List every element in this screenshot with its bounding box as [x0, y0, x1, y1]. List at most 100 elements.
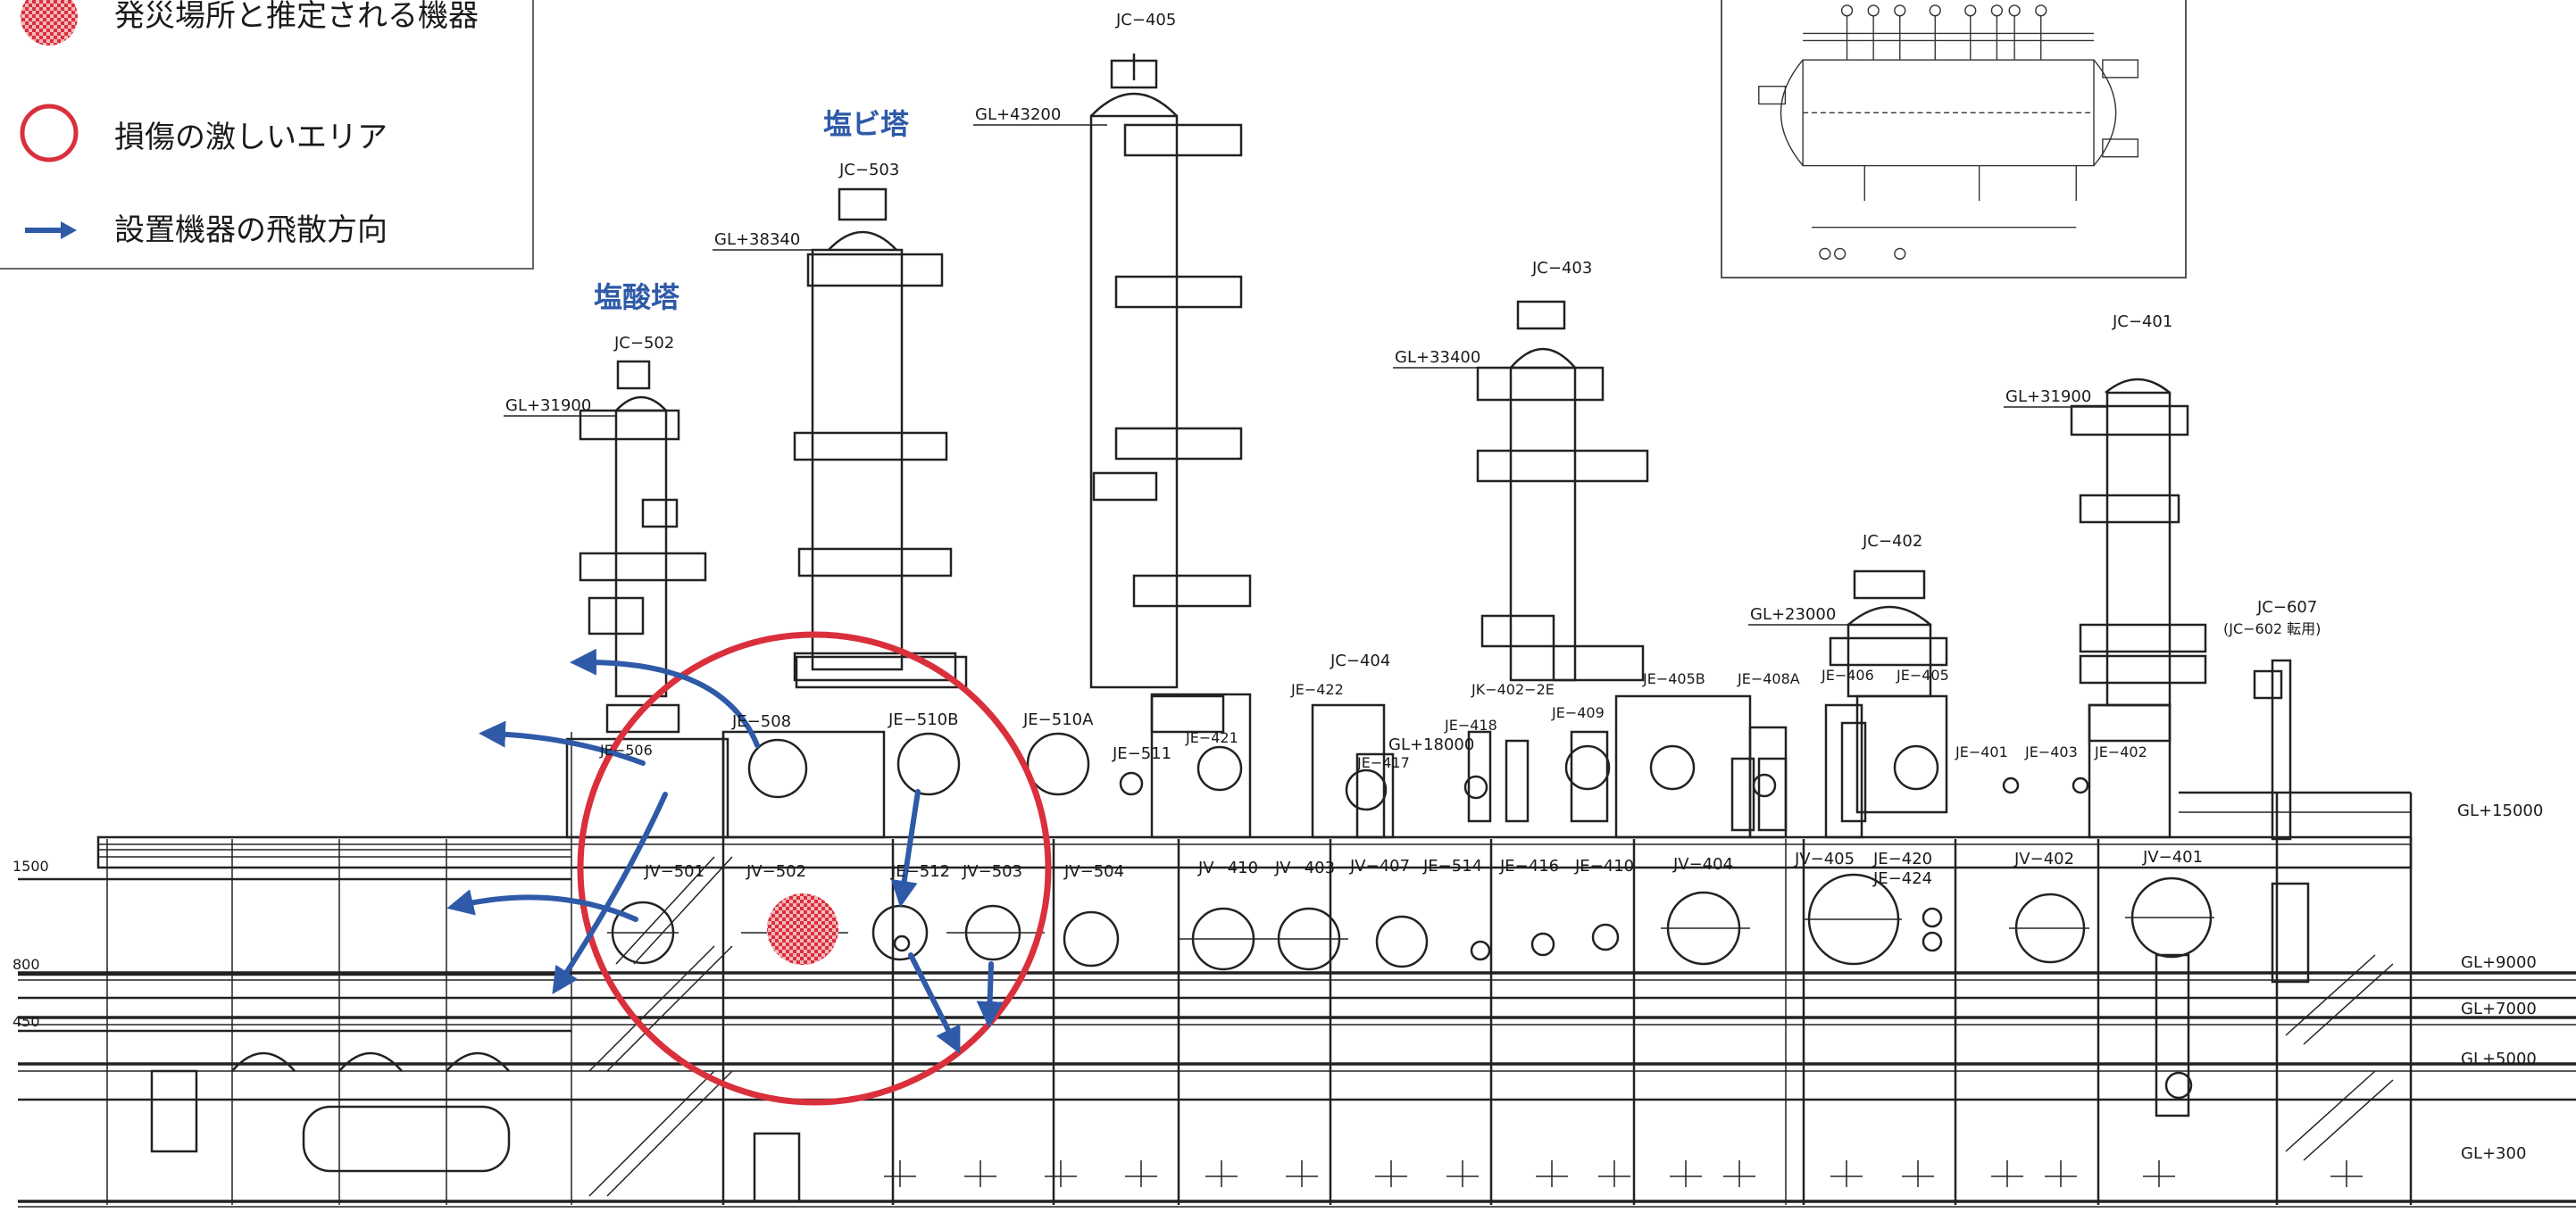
- tag-je417: JE−417: [1356, 754, 1410, 771]
- tag-jc607-note: (JC−602 転用): [2223, 620, 2321, 637]
- tag-je510a: JE−510A: [1022, 710, 1094, 729]
- legend-item-damage-area: 損傷の激しいエリア: [0, 102, 536, 164]
- column-jc502: [579, 360, 707, 734]
- tag-je416: JE−416: [1499, 857, 1559, 876]
- tag-je510b: JE−510B: [888, 710, 958, 729]
- column-jc402: [1829, 569, 1948, 814]
- tag-jv503: JV−503: [962, 862, 1022, 881]
- vessel-circles: [607, 732, 2214, 1117]
- tag-jc404: JC−404: [1330, 652, 1390, 670]
- elev-gl31900-left: GL+31900: [505, 396, 591, 415]
- tag-je511: JE−511: [1112, 744, 1171, 763]
- scatter-arrow: [552, 792, 668, 995]
- tag-jv403: JV−403: [1274, 859, 1335, 877]
- tag-jc403: JC−403: [1531, 259, 1592, 278]
- tag-jv405: JV−405: [1794, 850, 1855, 868]
- legend-label-origin: 発災場所と推定される機器: [114, 0, 479, 34]
- tag-je418: JE−418: [1444, 717, 1497, 734]
- tag-je421: JE−421: [1185, 729, 1238, 746]
- tag-je401: JE−401: [1955, 743, 2008, 760]
- tag-jv504: JV−504: [1063, 862, 1124, 881]
- elev-left-800: 800: [13, 956, 40, 973]
- column-jc405: [1089, 54, 1252, 734]
- tag-je410: JE−410: [1574, 857, 1634, 876]
- scatter-arrow: [890, 789, 921, 908]
- legend-label-damage-area: 損傷の激しいエリア: [114, 120, 388, 155]
- tag-je405: JE−405: [1896, 667, 1949, 684]
- vessel-labels: JV−501 JV−502 JE−512 JV−503 JV−504 JV−41…: [644, 848, 2203, 888]
- elev-gl38340: GL+38340: [714, 230, 800, 249]
- exchanger-labels: JE−508 JE−510B JE−510A JE−511 JE−421 JE−…: [599, 667, 2147, 771]
- tag-je422: JE−422: [1290, 681, 1344, 698]
- tag-jv502: JV−502: [746, 862, 806, 881]
- column-jc503: [793, 187, 968, 689]
- checkered-circle-icon: [21, 0, 78, 46]
- tag-je402: JE−402: [2094, 743, 2147, 760]
- legend-label-scatter-direction: 設置機器の飛散方向: [114, 212, 388, 248]
- tag-jv407: JV−407: [1349, 857, 1410, 876]
- tag-je420: JE−420: [1872, 850, 1932, 868]
- inset-vessel-drawing: [1721, 0, 2187, 278]
- tag-jv402: JV−402: [2013, 850, 2074, 868]
- scatter-arrows: [446, 648, 1004, 1054]
- tag-jc502: JC−502: [613, 334, 674, 353]
- hcl-tower-title: 塩酸塔: [594, 280, 680, 314]
- ground-equipment: [150, 1051, 2363, 1203]
- elev-left-1500: 1500: [13, 858, 49, 875]
- tag-jc607: JC−607: [2256, 598, 2317, 617]
- elev-gl33400: GL+33400: [1395, 348, 1480, 367]
- scatter-arrow: [446, 889, 638, 922]
- elev-gl43200: GL+43200: [975, 105, 1061, 124]
- scatter-arrow: [976, 961, 1004, 1028]
- tag-je512: JE−512: [890, 862, 950, 881]
- tag-je408a: JE−408A: [1737, 670, 1800, 687]
- elev-gl300: GL+300: [2461, 1144, 2526, 1163]
- red-ring-icon: [20, 104, 79, 162]
- structure-frame: [18, 732, 2576, 1208]
- tag-je508: JE−508: [731, 712, 791, 731]
- stairs: [588, 856, 2394, 1197]
- elev-gl18000: GL+18000: [1388, 735, 1474, 754]
- blue-arrow-icon: [25, 221, 77, 239]
- tag-jc402: JC−402: [1862, 532, 1922, 551]
- tag-je403: JE−403: [2024, 743, 2078, 760]
- mid-structures: [565, 652, 2172, 839]
- tag-jc405: JC−405: [1115, 11, 1176, 29]
- elev-gl5000: GL+5000: [2461, 1050, 2537, 1068]
- legend-item-origin: 発災場所と推定される機器: [0, 0, 536, 48]
- elevation-labels: GL+43200 GL+38340 GL+31900 GL+33400 GL+3…: [13, 105, 2543, 1163]
- column-jc401: [2070, 378, 2207, 743]
- scatter-arrow: [908, 952, 961, 1054]
- tag-jv401: JV−401: [2142, 848, 2203, 867]
- column-jc607: [2253, 659, 2310, 984]
- tag-je424: JE−424: [1872, 869, 1932, 888]
- tag-je409: JE−409: [1551, 704, 1605, 721]
- tag-jv410: JV−410: [1197, 859, 1258, 877]
- tag-je406: JE−406: [1821, 667, 1874, 684]
- tag-jv404: JV−404: [1672, 855, 1733, 874]
- tag-je514: JE−514: [1422, 857, 1482, 876]
- tag-jc401: JC−401: [2112, 312, 2172, 331]
- inset-drawing-canvas: [1758, 4, 2139, 260]
- elev-left-450: 450: [13, 1013, 40, 1030]
- damage-area-ring: [577, 631, 1052, 1106]
- legend-item-scatter-direction: 設置機器の飛散方向: [0, 195, 536, 257]
- tag-jc503: JC−503: [838, 161, 899, 179]
- tag-jv501: JV−501: [644, 862, 704, 881]
- tag-je506: JE−506: [599, 742, 653, 759]
- tag-je405b: JE−405B: [1642, 670, 1705, 687]
- scatter-arrow: [570, 648, 760, 748]
- vc-tower-title: 塩ビ塔: [823, 107, 910, 141]
- scatter-arrow: [479, 720, 646, 766]
- elev-gl15000: GL+15000: [2457, 802, 2543, 820]
- elev-gl23000: GL+23000: [1750, 605, 1836, 624]
- elev-gl7000: GL+7000: [2461, 1000, 2537, 1018]
- origin-equipment-marker: [767, 893, 838, 965]
- elev-gl31900-right: GL+31900: [2005, 387, 2091, 406]
- legend: 発災場所と推定される機器 損傷の激しいエリア 設置機器の飛散方向: [0, 0, 534, 270]
- tag-jk402: JK−402−2E: [1471, 681, 1555, 698]
- column-jc403: [1476, 300, 1649, 682]
- elev-gl9000: GL+9000: [2461, 953, 2537, 972]
